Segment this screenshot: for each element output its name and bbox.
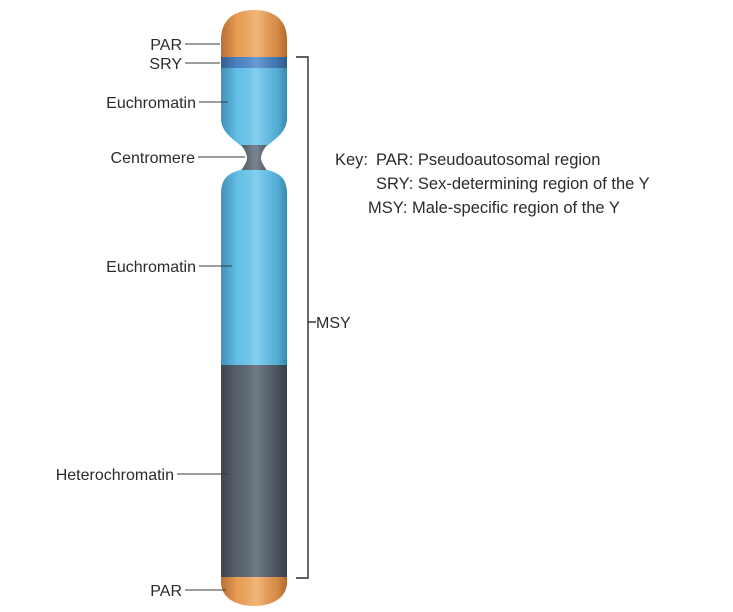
label-euchromatin-upper: Euchromatin: [106, 95, 196, 112]
label-euchromatin-lower: Euchromatin: [106, 259, 196, 276]
label-heterochromatin: Heterochromatin: [56, 467, 174, 484]
label-sry: SRY: [149, 56, 182, 73]
key-entry-par: PAR: Pseudoautosomal region: [376, 151, 600, 169]
label-par-top: PAR: [150, 37, 182, 54]
label-par-bottom: PAR: [150, 583, 182, 600]
key-entry-sry: SRY: Sex-determining region of the Y: [376, 175, 650, 193]
msy-bracket-line: [296, 57, 308, 578]
key-prefix: Key:: [335, 151, 368, 169]
key-entry-msy: MSY: Male-specific region of the Y: [368, 199, 620, 217]
msy-bracket: MSY: [296, 57, 351, 578]
region-labels: PAR SRY Euchromatin Centromere Euchromat…: [56, 37, 196, 600]
label-centromere: Centromere: [111, 150, 196, 167]
chromosome: [221, 10, 287, 606]
key: Key: PAR: Pseudoautosomal region SRY: Se…: [335, 151, 650, 217]
label-msy: MSY: [316, 315, 351, 332]
chromosome-shading: [221, 10, 287, 606]
